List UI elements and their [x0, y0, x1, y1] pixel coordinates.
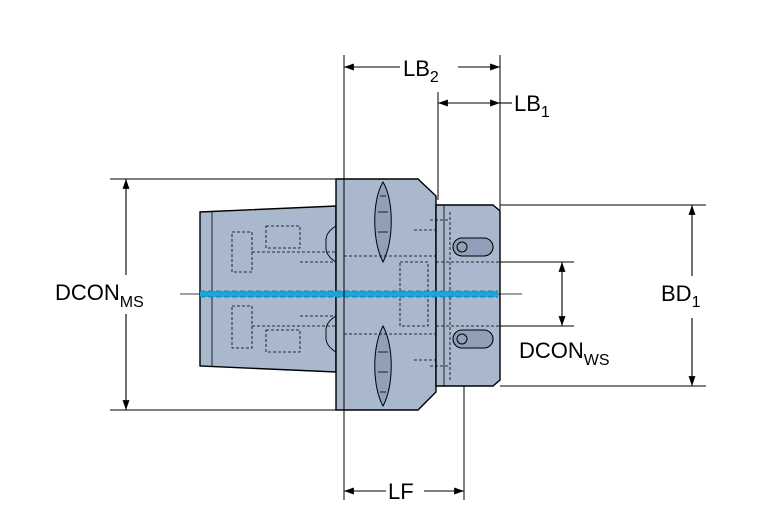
coolant-channel: [180, 290, 522, 298]
clamp-slot-top: [452, 237, 494, 257]
label-lb1: LB1: [514, 91, 550, 121]
drive-slot-bottom: [374, 324, 392, 408]
drive-slot-top: [374, 181, 392, 264]
clamp-slot-bottom: [452, 329, 494, 349]
dimension-lines: [122, 63, 696, 495]
label-lf: LF: [388, 479, 414, 504]
extension-lines: [110, 55, 706, 500]
label-dcon-ws: DCONWS: [519, 338, 610, 369]
shank-body: [199, 205, 337, 373]
shank: [199, 205, 337, 373]
label-bd1: BD1: [661, 281, 701, 311]
label-dcon-ms: DCONMS: [55, 280, 144, 311]
label-lb2: LB2: [403, 56, 439, 86]
dimension-labels: LB2 LB1 DCONMS BD1 DCONWS LF: [55, 56, 701, 504]
